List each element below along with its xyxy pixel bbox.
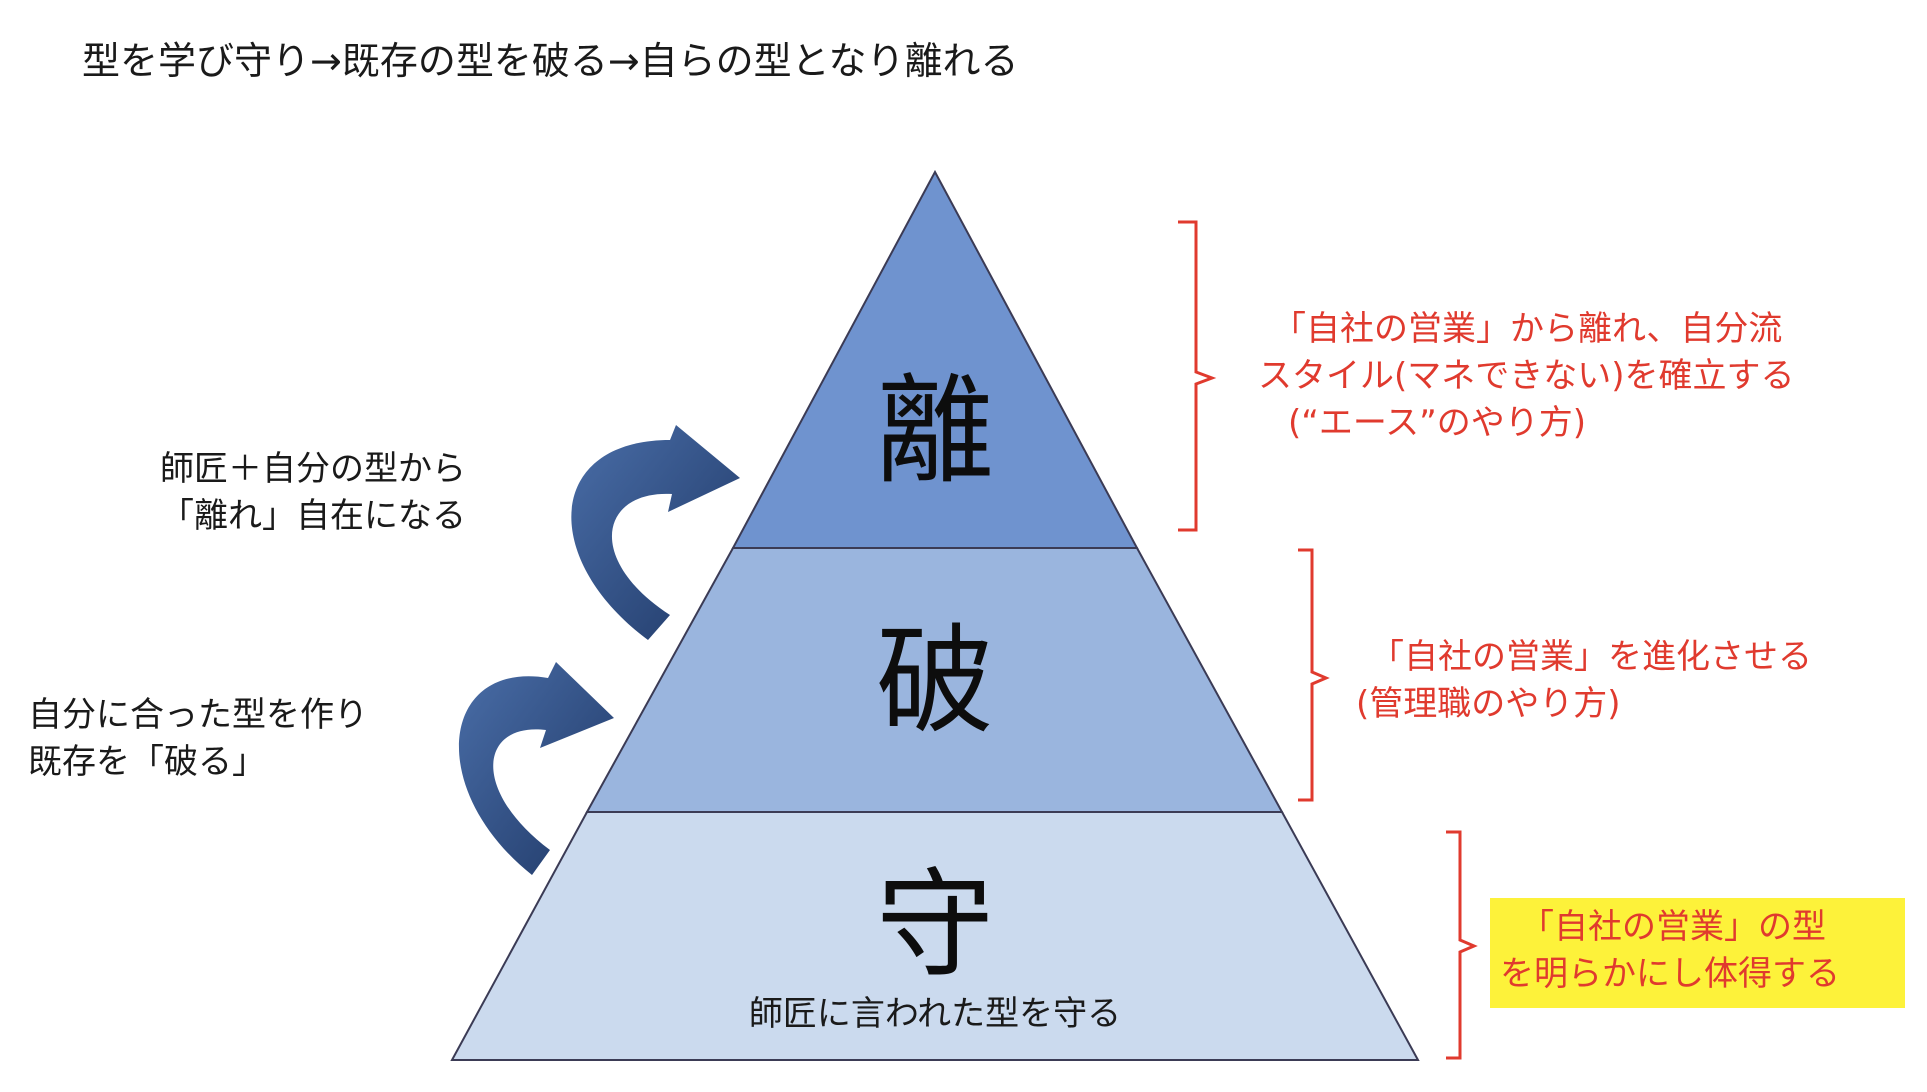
- tier-shu-label: 守: [875, 856, 994, 994]
- left-note-ha-line: 既存を「破る」: [28, 742, 266, 782]
- right-note-shu-line: 「自社の営業」の型: [1520, 907, 1826, 947]
- arrow-ha-to-ri-icon: [571, 425, 740, 640]
- right-note-ha-line: (管理職のやり方): [1356, 684, 1621, 724]
- right-note-shu: 「自社の営業」の型 を明らかにし体得する: [1500, 904, 1840, 998]
- right-note-shu-line: を明らかにし体得する: [1500, 954, 1840, 994]
- tier-ri-label: 離: [875, 362, 994, 500]
- right-note-ha: 「自社の営業」を進化させる (管理職のやり方): [1356, 634, 1812, 728]
- left-note-ri: 師匠＋自分の型から 「離れ」自在になる: [160, 446, 466, 540]
- tier-ha-label: 破: [875, 612, 994, 750]
- arrow-shu-to-ha-icon: [458, 662, 614, 875]
- tier-shu-caption: 師匠に言われた型を守る: [748, 994, 1122, 1034]
- right-note-ri-line: (“エース”のやり方): [1288, 403, 1587, 443]
- brace-ri-icon: [1178, 220, 1217, 532]
- left-note-ha: 自分に合った型を作り 既存を「破る」: [28, 692, 368, 786]
- right-note-ri: 「自社の営業」から離れ、自分流 スタイル(マネできない)を確立する (“エース”…: [1258, 306, 1795, 447]
- right-note-ri-line: スタイル(マネできない)を確立する: [1258, 356, 1795, 396]
- tier-shu-shape: [450, 811, 1420, 1061]
- left-note-ha-line: 自分に合った型を作り: [28, 695, 368, 735]
- page-title: 型を学び守り→既存の型を破る→自らの型となり離れる: [82, 39, 1019, 83]
- brace-shu-icon: [1446, 830, 1478, 1060]
- right-note-ri-line: 「自社の営業」から離れ、自分流: [1272, 309, 1783, 349]
- left-note-ri-line: 師匠＋自分の型から: [160, 449, 466, 489]
- left-note-ri-line: 「離れ」自在になる: [160, 496, 466, 536]
- right-note-shu-highlight: [1490, 898, 1905, 1008]
- brace-ha-icon: [1298, 548, 1330, 802]
- right-note-ha-line: 「自社の営業」を進化させる: [1370, 637, 1812, 677]
